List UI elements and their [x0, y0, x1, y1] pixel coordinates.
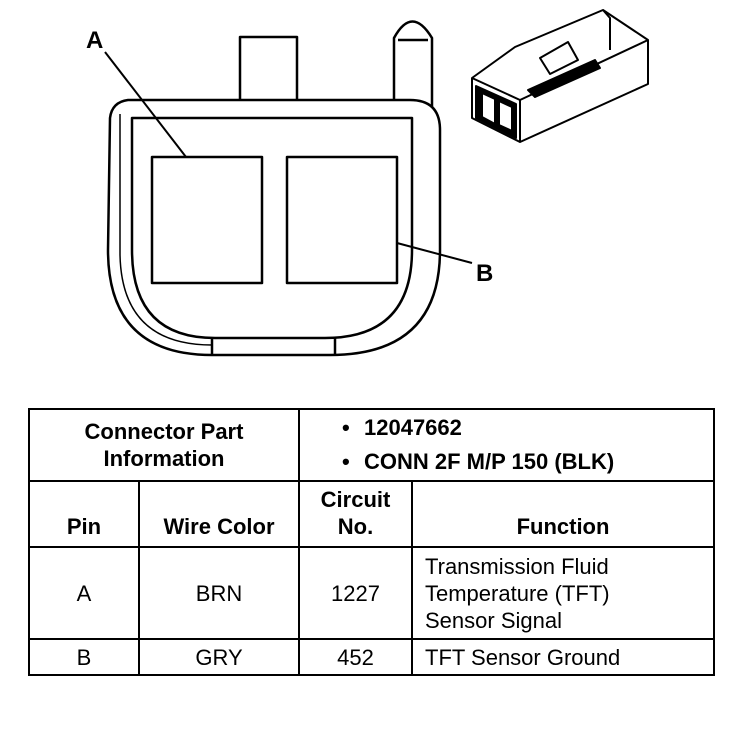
connector-part-heading: Connector Part Information	[28, 408, 300, 482]
column-header-circuit: Circuit No.	[298, 480, 413, 548]
leader-a	[104, 51, 187, 158]
pin-cell: B	[28, 638, 140, 676]
wire-color-cell: BRN	[138, 546, 300, 640]
column-header-circuit-text: Circuit No.	[320, 487, 391, 539]
wire-color-cell: GRY	[138, 638, 300, 676]
column-header-function: Function	[411, 480, 715, 548]
label-b: B	[476, 260, 493, 287]
bullet-icon: •	[342, 415, 350, 440]
bullet-icon: •	[342, 449, 350, 474]
leader-b	[396, 242, 473, 264]
part-description-item: • CONN 2F M/P 150 (BLK)	[342, 445, 713, 479]
function-text: Transmission Fluid Temperature (TFT) Sen…	[425, 553, 610, 633]
function-cell: Transmission Fluid Temperature (TFT) Sen…	[411, 546, 715, 640]
connector-info-table: Connector Part Information • 12047662 • CO…	[28, 408, 715, 676]
connector-part-heading-text: Connector Part Information	[84, 419, 244, 471]
connector-isometric-icon	[471, 9, 649, 143]
circuit-cell: 452	[298, 638, 413, 676]
part-number: 12047662	[364, 415, 462, 440]
connector-part-list: • 12047662 • CONN 2F M/P 150 (BLK)	[298, 408, 715, 482]
cavity-a	[150, 155, 264, 285]
connector-diagram: A B	[86, 9, 649, 357]
pin-cell: A	[28, 546, 140, 640]
function-cell: TFT Sensor Ground	[411, 638, 715, 676]
connector-top-tab	[238, 35, 299, 107]
part-description: CONN 2F M/P 150 (BLK)	[364, 449, 615, 474]
column-header-pin: Pin	[28, 480, 140, 548]
cavity-b	[285, 155, 399, 285]
table-row: B GRY 452 TFT Sensor Ground	[28, 638, 715, 676]
label-a: A	[86, 27, 103, 54]
circuit-cell: 1227	[298, 546, 413, 640]
part-number-item: • 12047662	[342, 411, 713, 445]
connector-body-outer	[106, 98, 442, 357]
connector-body-inner	[130, 116, 414, 340]
column-header-wire-color: Wire Color	[138, 480, 300, 548]
table-row: A BRN 1227 Transmission Fluid Temperatur…	[28, 546, 715, 640]
